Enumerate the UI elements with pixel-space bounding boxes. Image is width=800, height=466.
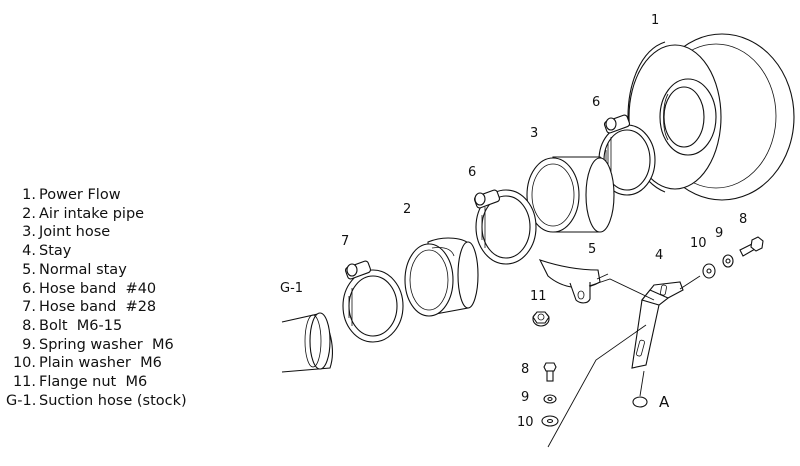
flange-nut [532,311,550,327]
legend-item-number: 11. [12,374,36,391]
hose-band-40-upper [598,114,656,196]
legend-item-number: 8. [22,317,36,334]
legend-item-number: 4. [22,243,36,260]
legend-item-name: Stay [39,243,72,260]
callout-9-right: 9 [715,226,723,241]
legend-item-number: 3. [22,224,36,241]
callout-10-right: 10 [690,236,707,251]
legend-item-name: Flange nut M6 [39,374,148,391]
legend-item: 2.Air intake pipe [6,205,221,224]
legend-item: 9.Spring washer M6 [6,336,221,355]
legend-item-name: Spring washer M6 [39,336,174,353]
right-hardware [702,236,764,279]
legend-item: 1.Power Flow [6,186,221,205]
legend-item: 3.Joint hose [6,223,221,242]
callout-5: 5 [588,242,596,257]
lower-hardware [541,362,559,427]
callout-10-lower: 10 [517,415,534,430]
hose-band-28 [342,260,404,343]
legend-item-number: 10. [12,355,36,372]
normal-stay [538,259,601,304]
legend-item-number: 9. [22,336,36,353]
air-intake-pipe [404,237,479,317]
legend-item: 4.Stay [6,242,221,261]
legend-item: 8.Bolt M6-15 [6,317,221,336]
callout-g1: G-1 [280,281,303,296]
callout-8-right: 8 [739,212,747,227]
legend-item-number: G-1. [6,392,37,409]
mount-point-a [632,396,648,408]
callout-9-lower: 9 [521,390,529,405]
callout-11: 11 [530,289,547,304]
suction-hose-stock [281,312,333,373]
legend-item: 6.Hose band #40 [6,280,221,299]
callout-a: A [659,393,670,411]
legend-item: 5.Normal stay [6,261,221,280]
legend-item-name: Suction hose (stock) [39,392,187,409]
legend-item-number: 5. [22,261,36,278]
stay-bracket [631,281,684,369]
callout-2: 2 [403,202,411,217]
legend-item-name: Plain washer M6 [39,355,162,372]
legend-item: 11.Flange nut M6 [6,373,221,392]
legend-item-name: Hose band #28 [39,299,157,316]
callout-1: 1 [651,13,659,28]
legend-item-name: Hose band #40 [39,280,157,297]
leader-lines [547,273,701,448]
legend-item: G-1.Suction hose (stock) [6,392,221,411]
legend-item-name: Air intake pipe [39,205,145,222]
callout-6-lower: 6 [468,165,476,180]
joint-hose [526,156,615,233]
hose-band-40-lower [473,189,537,265]
callout-4: 4 [655,248,663,263]
legend-item-number: 1. [22,187,36,203]
legend-item-name: Joint hose [39,224,111,241]
legend-item: 10.Plain washer M6 [6,354,221,373]
legend-item-name: Normal stay [39,261,127,278]
legend-item-number: 2. [22,205,36,222]
callout-8-lower: 8 [521,362,529,377]
legend-item-name: Bolt M6-15 [39,317,123,334]
legend-item-name: Power Flow [39,187,121,203]
callout-6-upper: 6 [592,95,600,110]
legend-item-number: 6. [22,280,36,297]
callout-7: 7 [341,234,349,249]
callout-3: 3 [530,126,538,141]
legend-item: 7.Hose band #28 [6,298,221,317]
legend-item-number: 7. [22,299,36,316]
